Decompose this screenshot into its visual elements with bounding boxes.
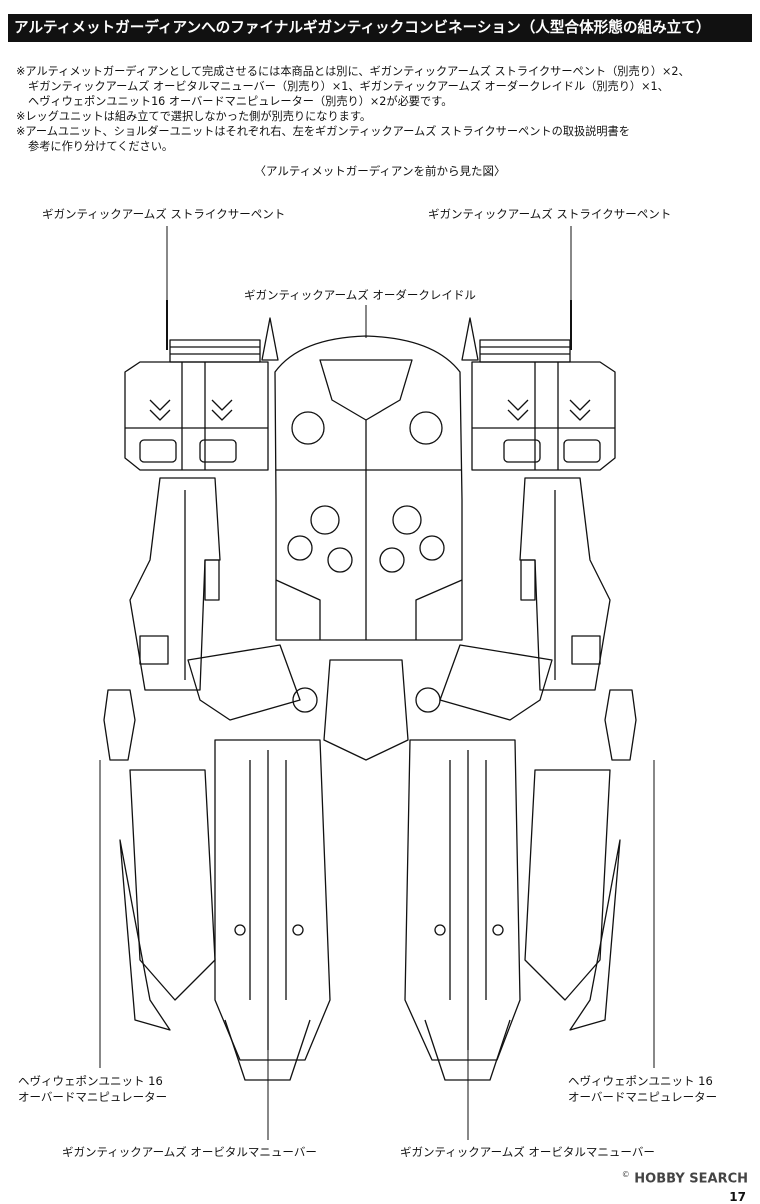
label-orbital-maneuver-left: ギガンティックアームズ オービタルマニューバー	[62, 1145, 317, 1159]
note-line: 参考に作り分けてください。	[28, 140, 174, 153]
note-line: ※レッグユニットは組み立てで選択しなかった側が別売りになります。	[16, 110, 372, 123]
torso	[274, 335, 463, 641]
right-leg	[404, 739, 621, 1081]
left-leg	[119, 739, 331, 1081]
label-overed-manipulator-right: オーバードマニピュレーター	[568, 1090, 718, 1104]
notes: ※アルティメットガーディアンとして完成させるには本商品とは別に、ギガンティックア…	[16, 64, 746, 154]
figure-caption: 〈アルティメットガーディアンを前から見た図〉	[254, 164, 506, 178]
label-heavy-weapon-right: ヘヴィウェポンユニット 16	[568, 1074, 713, 1088]
page-title: アルティメットガーディアンへのファイナルギガンティックコンビネーション（人型合体…	[8, 14, 752, 42]
label-strike-serpent-right: ギガンティックアームズ ストライクサーペント	[428, 207, 672, 221]
label-strike-serpent-left: ギガンティックアームズ ストライクサーペント	[42, 207, 286, 221]
left-arm	[103, 477, 221, 761]
right-arm	[519, 477, 637, 761]
label-overed-manipulator-left: オーバードマニピュレーター	[18, 1090, 168, 1104]
note-line: ギガンティックアームズ オービタルマニューバー（別売り）×1、ギガンティックアー…	[28, 80, 669, 93]
label-orbital-maneuver-right: ギガンティックアームズ オービタルマニューバー	[400, 1145, 655, 1159]
left-shoulder	[124, 361, 269, 471]
note-line: ヘヴィウェポンユニット16 オーバードマニピュレーター（別売り）×2が必要です。	[28, 95, 453, 108]
page-number: 17	[729, 1190, 746, 1204]
leader-lines	[99, 226, 655, 1140]
label-heavy-weapon-left: ヘヴィウェポンユニット 16	[18, 1074, 163, 1088]
hobby-search-watermark: © HOBBY SEARCH	[621, 1170, 748, 1187]
note-line: ※アルティメットガーディアンとして完成させるには本商品とは別に、ギガンティックア…	[16, 65, 690, 78]
right-shoulder	[471, 361, 616, 471]
waist	[187, 644, 553, 761]
note-line: ※アームユニット、ショルダーユニットはそれぞれ右、左をギガンティックアームズ ス…	[16, 125, 630, 138]
label-order-cradle: ギガンティックアームズ オーダークレイドル	[244, 288, 476, 302]
shoulder-rails	[169, 339, 571, 363]
